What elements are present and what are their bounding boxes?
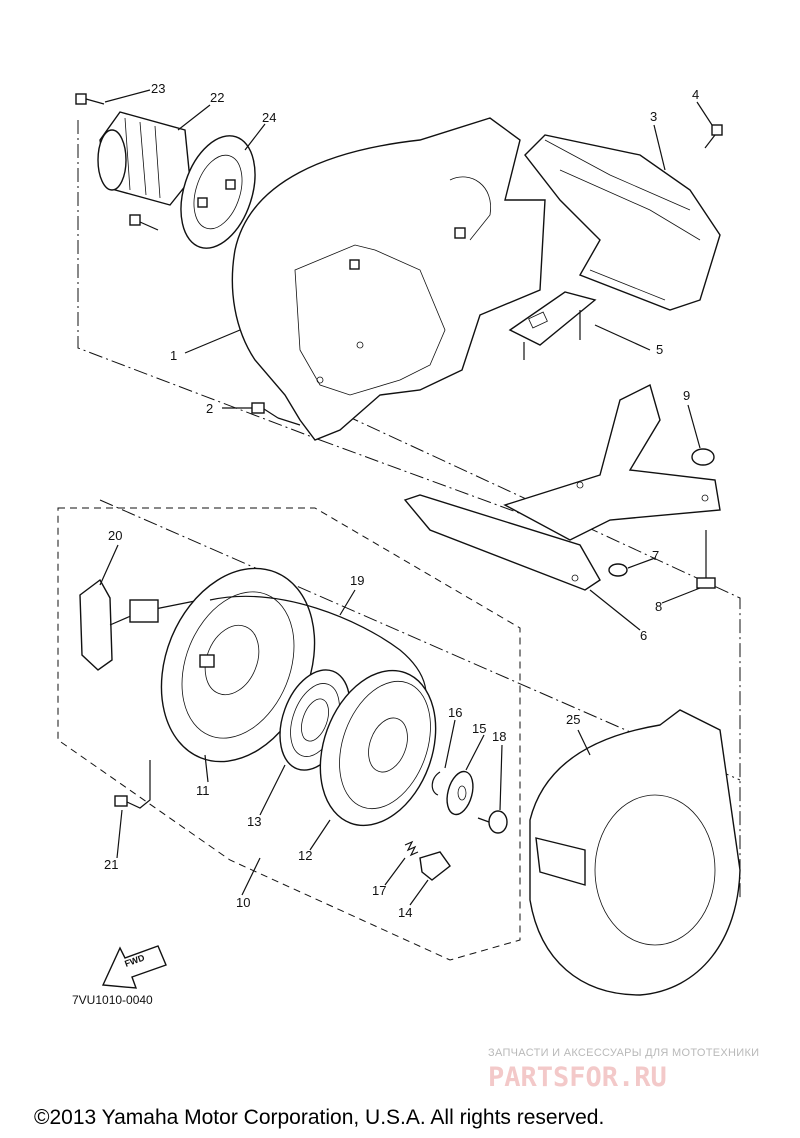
callout-19: 19 xyxy=(350,573,364,588)
cover-shroud-part xyxy=(529,709,741,996)
nut-9 xyxy=(691,448,715,466)
callout-20: 20 xyxy=(108,528,122,543)
plate-part xyxy=(180,135,256,249)
callout-8: 8 xyxy=(655,599,662,614)
starter-handle-part xyxy=(79,578,201,671)
callout-4: 4 xyxy=(692,87,699,102)
callout-1: 1 xyxy=(170,348,177,363)
callout-14: 14 xyxy=(398,905,412,920)
bolt-small xyxy=(129,214,159,231)
callout-2: 2 xyxy=(206,401,213,416)
fwd-arrow-icon: FWD xyxy=(101,945,167,989)
starter-assembly-outline xyxy=(57,507,521,961)
callout-7: 7 xyxy=(652,548,659,563)
callout-13: 13 xyxy=(247,814,261,829)
leader-lines xyxy=(99,89,713,906)
callout-10: 10 xyxy=(236,895,250,910)
callout-12: 12 xyxy=(298,848,312,863)
air-duct-part xyxy=(524,134,721,311)
bolt-8 xyxy=(696,530,716,589)
copyright-notice: ©2013 Yamaha Motor Corporation, U.S.A. A… xyxy=(34,1106,604,1129)
spring-17 xyxy=(404,840,419,857)
callout-9: 9 xyxy=(683,388,690,403)
starter-case-part xyxy=(160,567,316,763)
callout-25: 25 xyxy=(566,712,580,727)
reference-line-housing xyxy=(77,120,741,900)
callout-15: 15 xyxy=(472,721,486,736)
callout-24: 24 xyxy=(262,110,276,125)
plate-5-part xyxy=(508,291,597,360)
part-callouts: 23 22 24 3 4 5 9 7 8 6 1 2 20 19 11 13 1… xyxy=(104,81,699,920)
bolt-23 xyxy=(75,93,105,105)
watermark-brand: PARTSFOR.RU xyxy=(488,1062,667,1093)
callout-11: 11 xyxy=(196,783,210,798)
screw-18 xyxy=(477,810,508,834)
bolt-21 xyxy=(114,760,151,809)
callout-6: 6 xyxy=(640,628,647,643)
callout-5: 5 xyxy=(656,342,663,357)
fan-housing-part xyxy=(231,117,546,441)
callout-21: 21 xyxy=(104,857,118,872)
washer-15 xyxy=(446,770,474,816)
drawing-code: 7VU1010-0040 xyxy=(72,993,153,1007)
callout-18: 18 xyxy=(492,729,506,744)
callout-22: 22 xyxy=(210,90,224,105)
callout-16: 16 xyxy=(448,705,462,720)
watermark-tagline: ЗАПЧАСТИ И АКСЕССУАРЫ ДЛЯ МОТОТЕХНИКИ xyxy=(488,1047,759,1059)
pawl-14 xyxy=(419,851,451,881)
callout-23: 23 xyxy=(151,81,165,96)
callout-17: 17 xyxy=(372,883,386,898)
pulley-part xyxy=(319,669,437,827)
callout-3: 3 xyxy=(650,109,657,124)
clip-16 xyxy=(431,771,441,796)
bracket-part xyxy=(403,383,721,591)
starter-cup-part xyxy=(97,111,191,206)
nut-7 xyxy=(608,563,628,577)
bolt-4 xyxy=(704,124,723,149)
